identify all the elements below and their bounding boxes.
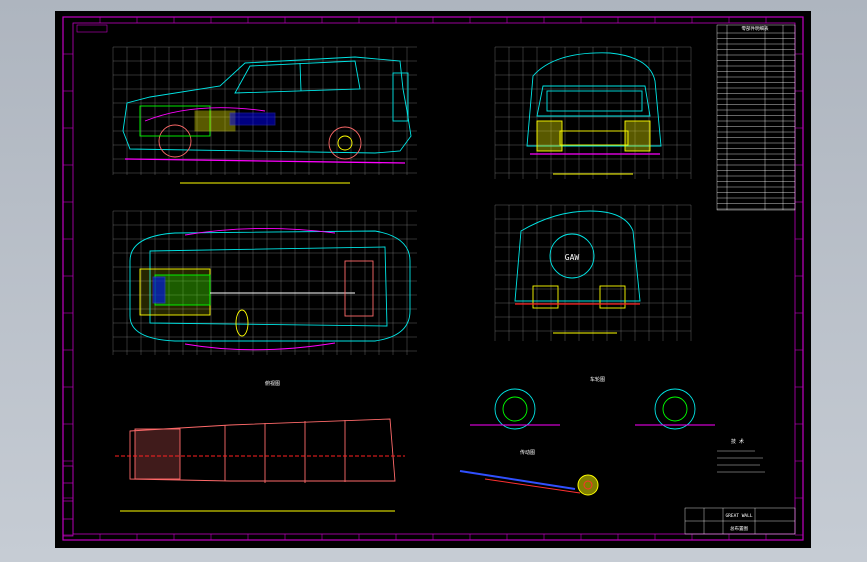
- panel-label-driveshaft: 传动图: [520, 449, 535, 456]
- driveshaft-detail[interactable]: [459, 470, 599, 496]
- drawing-number-box: [76, 24, 108, 33]
- technical-notes: [717, 450, 765, 473]
- top-view-vehicle[interactable]: [129, 228, 411, 351]
- title-block-line2: 总布置图: [730, 525, 748, 532]
- rear-logo: GAW: [565, 253, 580, 262]
- notes-title: 技 术: [731, 438, 744, 445]
- frame-ticks: [62, 16, 804, 540]
- rear-view-vehicle[interactable]: [514, 210, 641, 334]
- inner-frame: [72, 22, 796, 535]
- panel-label-wheel: 车轮图: [590, 376, 605, 383]
- front-view-vehicle[interactable]: [526, 52, 662, 175]
- left-side-tabs: [62, 465, 74, 537]
- cad-drawing-canvas[interactable]: GAW: [55, 11, 811, 548]
- drawing-sheet[interactable]: GAW: [55, 11, 811, 548]
- grid-side-view: [112, 46, 417, 175]
- legend-header: 零部件明细表: [742, 25, 769, 32]
- panel-label-top-view: 俯视图: [265, 380, 280, 387]
- grid-front-view: [494, 46, 692, 179]
- wheel-details[interactable]: [470, 388, 715, 430]
- grid-top-view: [112, 210, 417, 355]
- title-block-line1: GREAT WALL: [725, 513, 752, 519]
- chassis-frame[interactable]: [115, 418, 405, 512]
- parts-legend-table: [716, 24, 796, 211]
- side-view-vehicle[interactable]: [122, 56, 412, 184]
- title-block: [684, 507, 796, 535]
- grid-rear-view: [494, 204, 692, 341]
